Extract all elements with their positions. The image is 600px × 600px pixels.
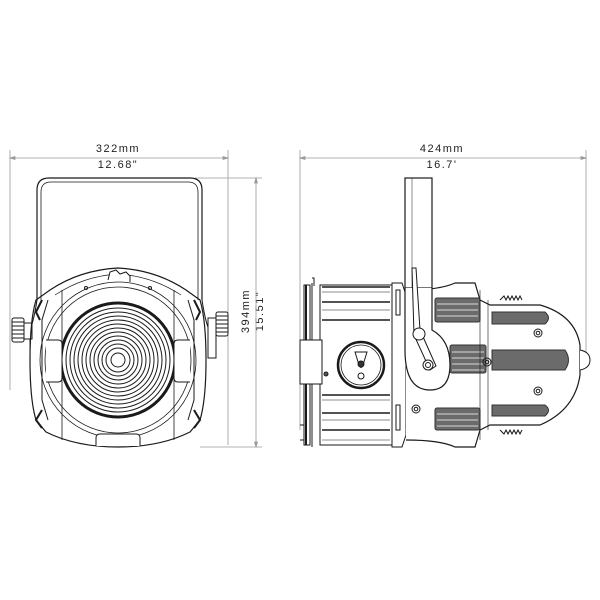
front-width-in-label: 12.68" <box>97 159 139 171</box>
dimension-lines <box>8 150 588 449</box>
front-view <box>11 177 229 448</box>
side-length-mm-label: 424mm <box>419 143 465 155</box>
side-length-in-label: 16.7' <box>426 159 458 171</box>
side-view <box>299 177 591 448</box>
front-width-mm-label: 322mm <box>95 143 141 155</box>
